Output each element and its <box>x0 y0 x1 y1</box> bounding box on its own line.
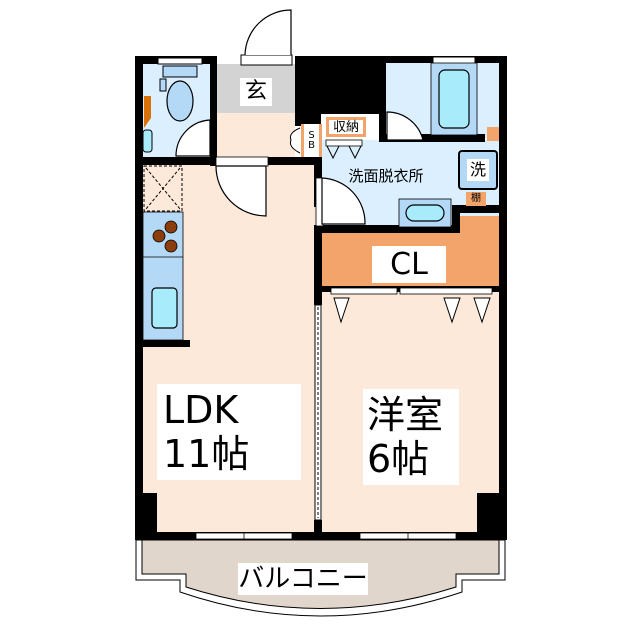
ldk-label-name: LDK <box>163 388 239 432</box>
entry-hall <box>215 113 295 160</box>
hand-sink-icon <box>142 129 153 153</box>
kitchen-sink-icon <box>151 287 178 329</box>
shoe-box-label-s: S <box>308 129 315 141</box>
western-room-label-name: 洋室 <box>367 393 444 437</box>
toilet-window <box>157 57 203 65</box>
toilet-bowl-icon <box>166 80 194 122</box>
western-room-label-size: 6帖 <box>367 437 430 481</box>
western-room-label: 洋室 6帖 <box>363 389 459 485</box>
shelf-upper <box>487 127 499 141</box>
stove-burner-icon <box>164 239 178 253</box>
wall-right <box>499 56 507 540</box>
wall-washroom-bottom <box>314 225 456 233</box>
toilet-tank-icon <box>162 65 198 78</box>
wall-bathroom-bottom <box>385 134 485 142</box>
pillar-bottom-right <box>477 493 507 540</box>
wall-below-toilet <box>135 157 217 165</box>
balcony-label: バルコニー <box>238 563 368 595</box>
wall-washroom-step <box>452 205 460 233</box>
bathtub-icon <box>438 69 470 129</box>
closet-area-upper <box>456 216 499 236</box>
wall-bathroom-left <box>379 56 386 142</box>
wall-toilet-right <box>210 56 217 166</box>
pillar-bottom-left <box>135 493 157 540</box>
ldk-label: LDK 11帖 <box>157 384 301 480</box>
entrance-label: 玄 <box>240 78 272 106</box>
wall-ldk-right-lower <box>314 225 322 305</box>
bathroom-door-icon <box>386 111 424 141</box>
storage-label: 収納 <box>326 117 366 137</box>
wall-core <box>300 56 385 114</box>
toilet-door-icon <box>175 119 211 157</box>
closet-label: CL <box>372 246 446 283</box>
stove-burner-icon <box>164 220 178 234</box>
wash-basin-icon <box>405 204 445 222</box>
washroom-label: 洗面脱衣所 <box>348 166 424 185</box>
shelf-label: 棚 <box>466 192 486 206</box>
ldk-label-size: 11帖 <box>163 432 250 476</box>
shoe-box-label-b: B <box>308 139 315 151</box>
washer-label: 洗 <box>467 159 489 181</box>
wall-left <box>135 56 143 540</box>
stove-burner-icon <box>152 229 166 243</box>
wall-shelf-bottom <box>452 205 502 213</box>
wall-below-entry <box>268 157 322 165</box>
wall-kitchen-end <box>135 340 190 347</box>
shoe-box: S B <box>301 124 322 157</box>
wall-ldk-right-bottom <box>314 520 322 540</box>
